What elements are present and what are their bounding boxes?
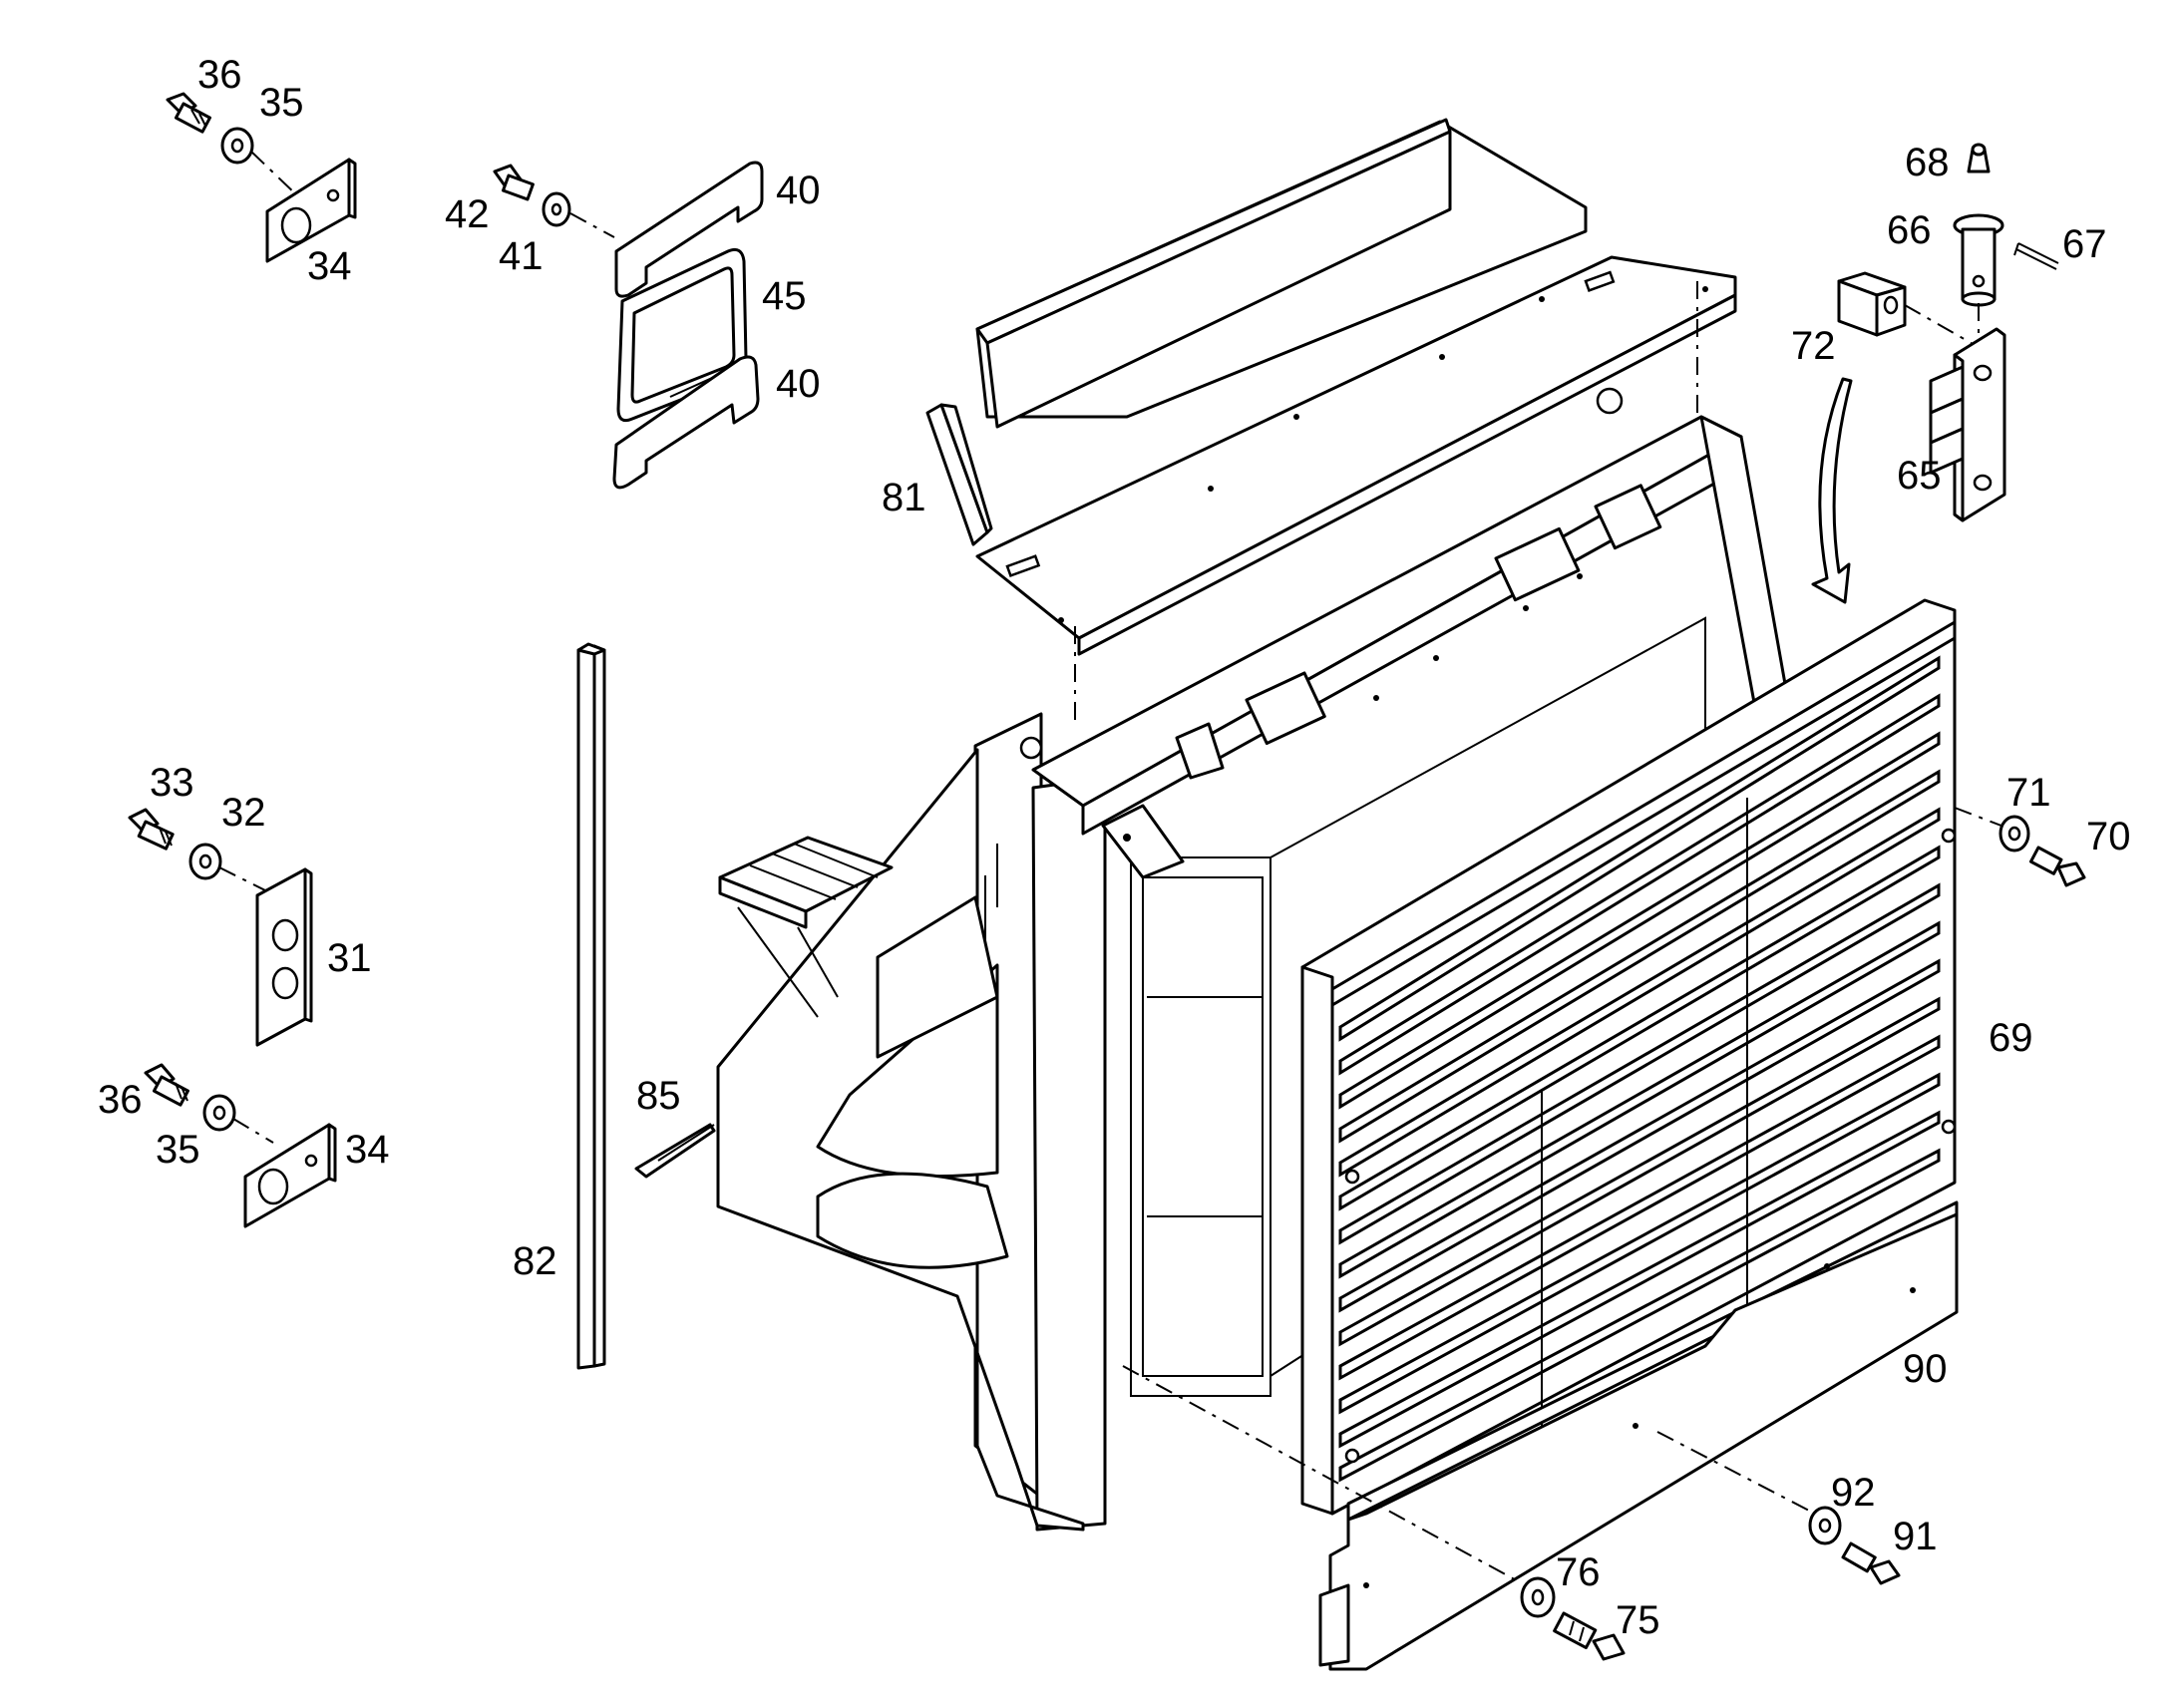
bracket-34-bottom [243,1123,337,1228]
pin-66 [1953,213,2004,307]
part-group-gasket [493,161,764,490]
part-group-34-top [166,92,357,263]
callout-33: 33 [150,761,194,805]
louver-slat [1338,1110,1941,1449]
louver-slat [1338,655,1941,1042]
callout-40-top: 40 [776,169,821,212]
washer-76 [1520,1576,1556,1618]
bracket-31 [255,867,313,1047]
hinge-bracket-65 [1929,327,2006,522]
grease-fitting-68 [1967,143,1991,173]
grille-louvers [1338,655,1941,1483]
callout-90: 90 [1903,1347,1948,1391]
callout-40-bottom: 40 [776,362,821,406]
washer-92 [1808,1506,1842,1545]
washer-41 [542,191,571,227]
washer-35-bottom [202,1094,236,1132]
part-group-70-71 [1954,807,2086,887]
gasket-plate-40-top [614,161,764,298]
part-group-hinge [1837,143,2059,522]
louver-slat [1338,958,1941,1313]
callout-32: 32 [221,791,266,835]
bolt-70 [2028,846,2086,887]
seal-strip-81 [925,403,993,546]
part-group-34-bottom [144,1063,337,1228]
washer-71 [1998,815,2030,853]
bolt-36-bottom [144,1063,189,1107]
callout-65: 65 [1897,454,1942,498]
callout-70: 70 [2086,815,2131,858]
louver-slat [1338,1148,1941,1483]
washer-35-top [220,127,254,165]
block-72 [1837,271,1907,337]
callout-75: 75 [1616,1598,1660,1642]
callout-41: 41 [499,234,544,278]
callout-66: 66 [1887,208,1932,252]
bottom-panel-90 [1318,1200,1959,1671]
callout-81: 81 [882,476,926,519]
louver-slat [1338,920,1941,1279]
bolt-36-top [166,92,211,134]
louver-slat [1338,845,1941,1211]
louver-slat [1338,882,1941,1245]
callout-69: 69 [1989,1016,2033,1060]
callout-35-bottom: 35 [156,1128,200,1172]
louver-slat [1338,1072,1941,1415]
callout-72: 72 [1791,324,1836,368]
callout-34-bottom: 34 [345,1128,390,1172]
callout-36-bottom: 36 [98,1078,143,1122]
callout-82: 82 [513,1239,557,1283]
side-frame [716,748,1085,1532]
bracket-34-top [265,158,357,263]
bolt-75 [1553,1611,1626,1661]
bolt-33 [128,808,175,851]
lower-cover-plate [975,255,1737,656]
callout-92: 92 [1831,1471,1876,1515]
clip-85 [634,1123,716,1179]
louver-slat [1338,1034,1941,1381]
callout-91: 91 [1893,1515,1938,1558]
louver-slat [1338,693,1941,1076]
rotation-arrow [1811,377,1853,604]
callout-67: 67 [2062,222,2107,266]
part-group-91-92 [1656,1431,1901,1585]
part-group-75-76 [1122,1365,1626,1661]
seal-strip-82 [576,642,606,1370]
bolt-42 [493,164,535,201]
callout-35-top: 35 [259,81,304,125]
gasket-plate-40-bottom [612,355,760,490]
louver-slat [1338,731,1941,1110]
callout-45: 45 [762,274,807,318]
step-platform [718,836,894,1018]
grille-69 [1300,598,1957,1516]
washer-32 [188,843,222,880]
callout-71: 71 [2006,771,2051,815]
louver-slat [1338,769,1941,1144]
callout-34-top: 34 [307,244,352,288]
callout-labels: 36 35 34 42 41 40 45 40 81 33 32 31 36 3… [98,53,2131,1642]
part-group-31 [128,808,313,1047]
louver-slat [1338,996,1941,1347]
callout-68: 68 [1905,141,1950,184]
bolt-91 [1841,1541,1901,1585]
callout-36-top: 36 [197,53,242,97]
callout-31: 31 [327,936,372,980]
cotter-pin-67 [2013,242,2059,270]
louver-slat [1338,807,1941,1178]
callout-42: 42 [445,192,490,236]
callout-85: 85 [636,1074,681,1118]
callout-76: 76 [1556,1550,1601,1594]
cover-panel-top [975,118,1588,429]
